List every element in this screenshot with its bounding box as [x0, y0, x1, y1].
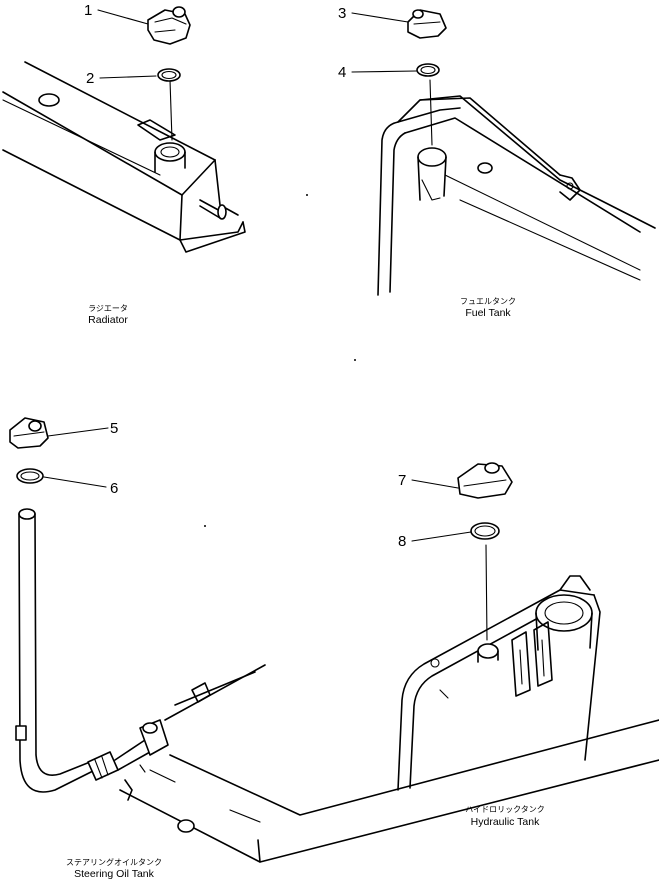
callout-5: 5 [110, 420, 118, 437]
hydraulic-cap-part [457, 462, 513, 499]
leader-4-vertical [429, 79, 433, 146]
steering-gasket-part [16, 468, 44, 484]
caption-steering-oil-tank-en: Steering Oil Tank [74, 868, 155, 880]
callout-leaders [43, 9, 472, 542]
caption-fuel-tank-jp: フュエルタンク [460, 297, 516, 306]
leader-8-vertical [485, 544, 488, 641]
radiator-assembly [2, 61, 246, 253]
caption-fuel-tank-en: Fuel Tank [465, 307, 511, 319]
caption-hydraulic-tank-en: Hydraulic Tank [471, 816, 540, 828]
callout-3: 3 [338, 5, 346, 22]
steering-oil-tank-assembly [15, 508, 659, 863]
radiator-cap-part [147, 6, 191, 45]
callout-1: 1 [84, 2, 92, 19]
callout-2: 2 [86, 70, 94, 87]
caption-radiator-en: Radiator [88, 314, 128, 326]
caption-hydraulic-tank-jp: ハイドロリックタンク [465, 805, 545, 814]
callout-6: 6 [110, 480, 118, 497]
fuel-gasket-part [416, 63, 440, 77]
fuel-cap-part [407, 9, 447, 39]
hydraulic-tank-assembly [397, 575, 601, 791]
caption-radiator-jp: ラジエータ [88, 304, 128, 313]
callout-7: 7 [398, 472, 406, 489]
leader-2-vertical [169, 79, 173, 141]
fuel-tank-assembly [377, 95, 656, 296]
radiator-gasket-part [157, 68, 181, 82]
steering-cap-part [9, 417, 49, 449]
callout-8: 8 [398, 533, 406, 550]
callout-4: 4 [338, 64, 346, 81]
caption-steering-oil-tank-jp: ステアリングオイルタンク [66, 857, 162, 867]
